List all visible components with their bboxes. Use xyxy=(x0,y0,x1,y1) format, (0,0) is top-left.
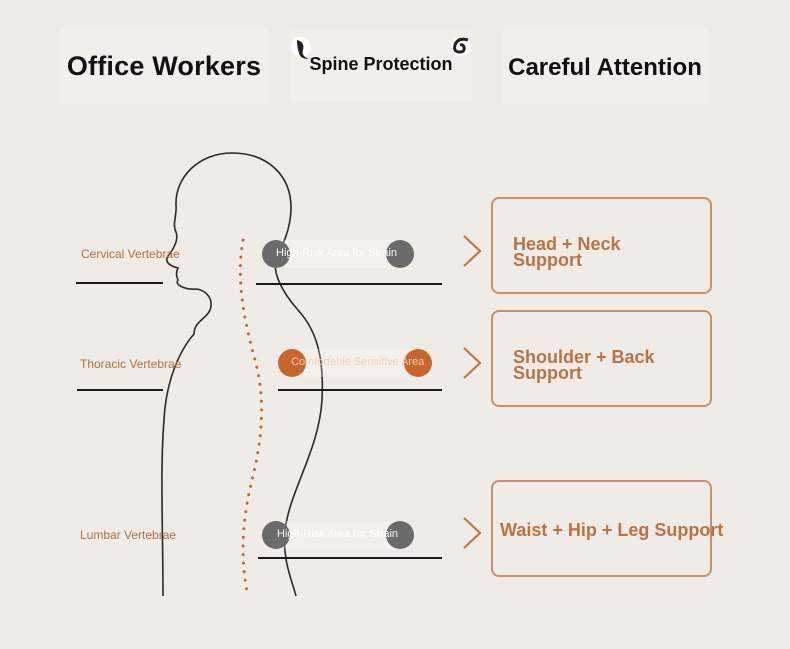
risk-dot-lumbar-right xyxy=(386,521,414,549)
support-box-shoulder-back: Shoulder + Back Support xyxy=(491,310,712,407)
support-box-waist-hip-leg: Waist + Hip + Leg Support xyxy=(491,480,723,577)
label-thoracic-vertebrae: Thoracic Vertebrae xyxy=(80,357,182,371)
support-shoulder-back-line2: Support xyxy=(513,363,582,383)
support-head-neck-line1: Head + Neck xyxy=(513,234,621,254)
zone-text-lumbar: High-Risk Area for Strain xyxy=(277,528,399,540)
risk-dot-cervical-right xyxy=(386,240,414,268)
arrow-chevron-icon-1 xyxy=(463,235,482,267)
arrow-chevron-icon-3 xyxy=(463,517,482,549)
zone-text-cervical: High-Risk Area for Strain xyxy=(276,247,398,259)
title-office-workers: Office Workers xyxy=(66,50,262,81)
ink-brush-icon xyxy=(291,37,311,59)
zone-text-thoracic: Comfortable Sensitive Area xyxy=(291,356,425,368)
support-head-neck-line2: Support xyxy=(513,250,582,270)
title-spine-protection: Spine Protection xyxy=(309,54,453,74)
header-careful-attention: Careful Attention xyxy=(502,28,708,104)
risk-dot-lumbar-left xyxy=(262,521,290,549)
comfort-dot-thoracic-left xyxy=(278,349,306,377)
ink-swirl-icon xyxy=(451,36,471,56)
arrow-chevron-icon-2 xyxy=(463,347,482,379)
zone-cervical-band xyxy=(274,240,402,268)
risk-dot-cervical-left xyxy=(262,240,290,268)
zone-thoracic-band xyxy=(291,349,419,377)
zone-lumbar-band xyxy=(276,521,404,549)
support-box-head-neck: Head + Neck Support xyxy=(491,197,712,294)
body-silhouette-front xyxy=(161,152,233,597)
label-cervical-vertebrae: Cervical Vertebrae xyxy=(81,247,180,261)
header-office-workers: Office Workers xyxy=(60,28,268,104)
support-waist-hip-leg-label: Waist + Hip + Leg Support xyxy=(500,520,724,540)
support-shoulder-back-line1: Shoulder + Back xyxy=(513,347,655,367)
title-careful-attention: Careful Attention xyxy=(508,54,702,81)
comfort-dot-thoracic-right xyxy=(404,349,432,377)
header-spine-protection: Spine Protection xyxy=(290,30,472,102)
label-lumbar-vertebrae: Lumbar Vertebrae xyxy=(80,528,177,542)
spine-dotted-line xyxy=(238,238,264,598)
